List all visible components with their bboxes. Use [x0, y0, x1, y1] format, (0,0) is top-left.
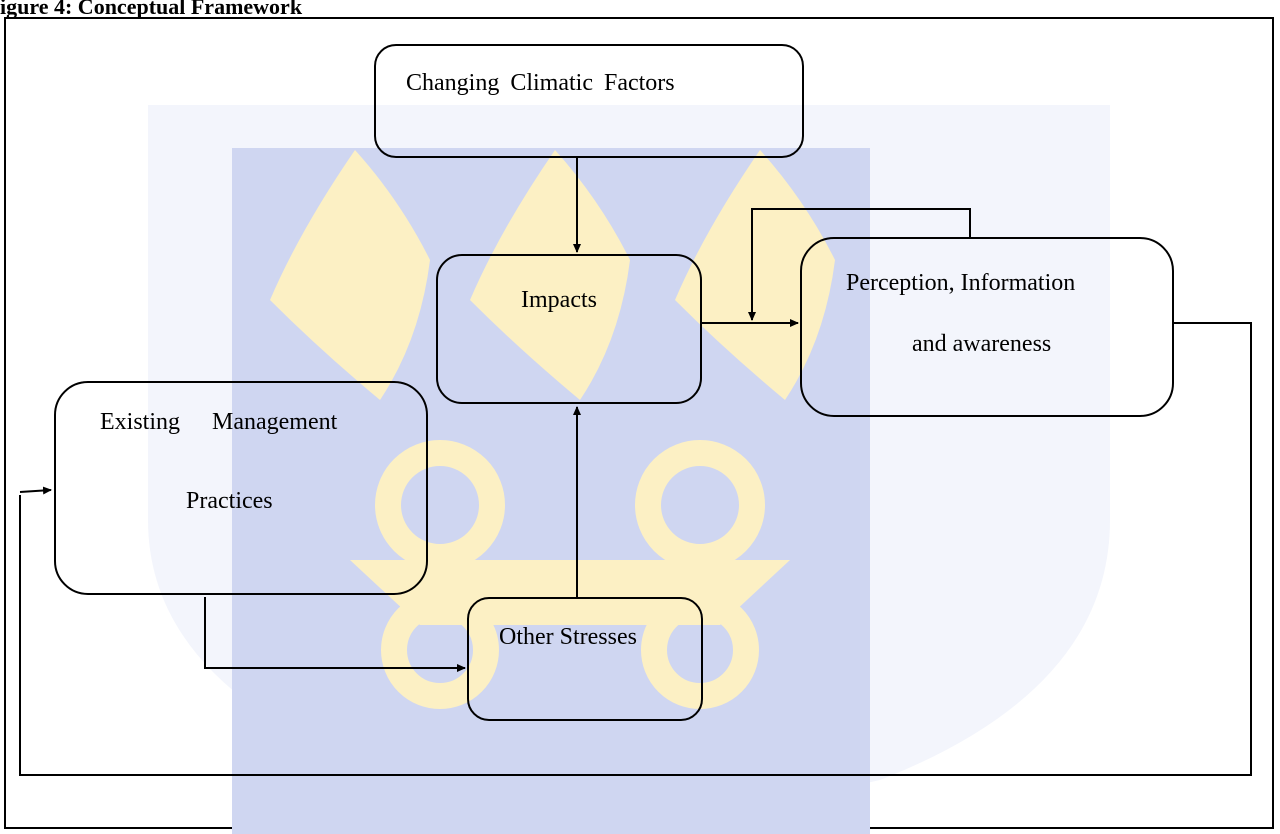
node-other-stresses[interactable]: Other Stresses: [467, 597, 703, 721]
node-existing-management-practices[interactable]: Existing Management Practices: [54, 381, 428, 595]
crest-palm-leaves: [270, 150, 835, 400]
crest-gold-base: [350, 560, 790, 625]
node-label-existing-line1: Existing Management: [100, 409, 338, 435]
node-label-other-stresses: Other Stresses: [499, 624, 637, 650]
node-label-impacts: Impacts: [521, 287, 597, 313]
node-label-existing-line2: Practices: [186, 488, 273, 514]
node-changing-climatic-factors[interactable]: Changing Climatic Factors: [374, 44, 804, 158]
node-perception-information-awareness[interactable]: Perception, Information and awareness: [800, 237, 1174, 417]
node-label-perception-line1: Perception, Information: [846, 270, 1076, 296]
figure-heading: igure 4: Conceptual Framework: [0, 0, 303, 19]
node-label-changing-climatic-factors: Changing Climatic Factors: [406, 70, 675, 96]
node-label-perception-line2: and awareness: [912, 331, 1052, 357]
node-impacts[interactable]: Impacts: [436, 254, 702, 404]
edge-existing-to-stresses: [204, 597, 466, 672]
edge-loop-into-existing: [19, 486, 52, 495]
edge-perception-to-existing-loop: [19, 322, 1252, 776]
edge-perception-feedback-loop: [748, 208, 971, 321]
